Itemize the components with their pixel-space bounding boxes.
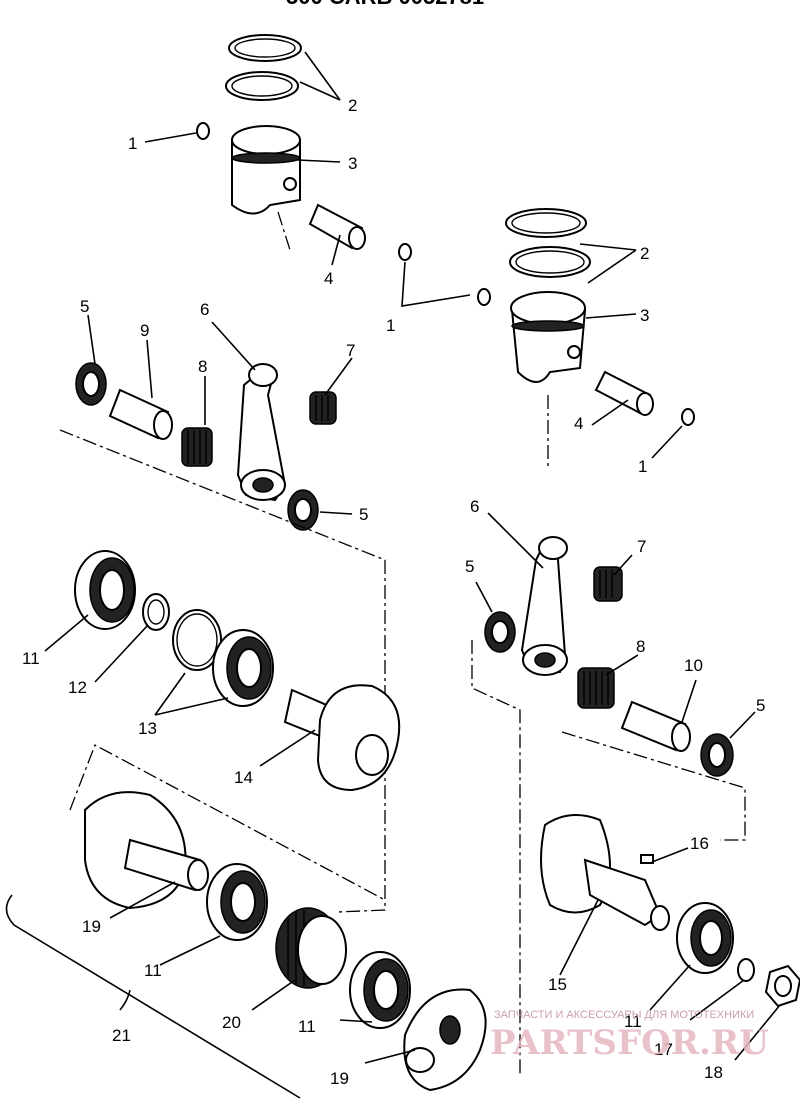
connecting-rod-left	[236, 363, 287, 502]
ball-bearing-left-inner	[212, 629, 274, 707]
callout-2-a: 2	[348, 96, 357, 115]
callout-11-a: 11	[22, 649, 40, 668]
callout-5-d: 5	[756, 696, 765, 715]
crankshaft-nut	[764, 964, 800, 1008]
callout-4-a: 4	[324, 269, 333, 288]
snap-ring-left	[172, 609, 222, 671]
watermark-logo: PARTSFOR.RU	[490, 1023, 769, 1063]
callout-10: 10	[684, 656, 703, 675]
callout-5-b: 5	[359, 505, 368, 524]
thrust-washer-right-outer	[700, 733, 734, 777]
lock-washer-right	[737, 958, 755, 982]
callout-1-a: 1	[128, 134, 137, 153]
ball-bearing-left-outer	[74, 550, 136, 630]
callout-2-b: 2	[640, 244, 649, 263]
wrist-pin-left	[308, 203, 366, 250]
piston-right	[510, 291, 587, 383]
needle-bearing-big-end-left	[181, 427, 213, 467]
crank-half-right	[540, 814, 670, 931]
callout-8-a: 8	[198, 357, 207, 376]
callout-3-a: 3	[348, 154, 357, 173]
callout-14: 14	[234, 768, 253, 787]
callout-18: 18	[704, 1063, 723, 1082]
callout-1-b: 1	[386, 316, 395, 335]
circlip-left-top	[196, 122, 210, 140]
piston-ring-upper-right	[505, 208, 587, 238]
callout-8-b: 8	[636, 637, 645, 656]
callout-1-c: 1	[638, 457, 647, 476]
callout-3-b: 3	[640, 306, 649, 325]
callout-11-c: 11	[144, 961, 162, 980]
ball-bearing-center-2	[349, 951, 411, 1029]
wrist-pin-right	[594, 370, 654, 416]
crank-wheel-end	[403, 988, 487, 1092]
callout-5-c: 5	[465, 557, 474, 576]
piston-ring-upper-left	[228, 34, 302, 62]
circlip-left-bottom	[398, 243, 412, 261]
ball-bearing-right	[676, 902, 734, 974]
callout-9: 9	[140, 321, 149, 340]
callout-19-b: 19	[330, 1069, 349, 1088]
callout-5-a: 5	[80, 297, 89, 316]
woodruff-key	[640, 854, 654, 864]
ball-bearing-center-1	[206, 863, 268, 941]
needle-bearing-big-end-right	[577, 667, 615, 709]
callout-11-d: 11	[298, 1017, 316, 1036]
needle-bearing-small-end-left	[309, 391, 337, 425]
crankpin-left	[108, 388, 173, 440]
callout-15: 15	[548, 975, 567, 994]
callout-21: 21	[112, 1026, 131, 1045]
callout-12: 12	[68, 678, 87, 697]
labyrinth-seal	[275, 907, 347, 989]
crankpin-right	[620, 700, 691, 752]
callout-11-b: 11	[624, 1012, 642, 1031]
thrust-washer-left-inner	[287, 489, 319, 531]
callout-6-a: 6	[200, 300, 209, 319]
connecting-rod-right	[520, 536, 568, 676]
piston-left	[231, 125, 301, 215]
diagram-header: 500 CARB 0052781	[286, 0, 484, 9]
callout-17: 17	[654, 1040, 673, 1059]
circlip-right-bottom	[681, 408, 695, 426]
seal-ring-left	[142, 593, 170, 631]
callout-7-b: 7	[637, 537, 646, 556]
watermark-tagline: ЗАПЧАСТИ И АКСЕССУАРЫ ДЛЯ МОТОТЕХНИКИ	[494, 1009, 754, 1021]
callout-19-a: 19	[82, 917, 101, 936]
needle-bearing-small-end-right	[593, 566, 623, 602]
callout-13: 13	[138, 719, 157, 738]
piston-ring-lower-left	[225, 71, 299, 101]
callout-6-b: 6	[470, 497, 479, 516]
crank-wheel-center	[84, 791, 209, 910]
callout-16: 16	[690, 834, 709, 853]
callout-7-a: 7	[346, 341, 355, 360]
piston-ring-lower-right	[509, 246, 591, 278]
thrust-washer-right-inner	[484, 611, 516, 653]
crank-half-left	[283, 684, 401, 792]
callout-4-b: 4	[574, 414, 583, 433]
callout-20: 20	[222, 1013, 241, 1032]
thrust-washer-left-outer	[75, 362, 107, 406]
circlip-right-top	[477, 288, 491, 306]
